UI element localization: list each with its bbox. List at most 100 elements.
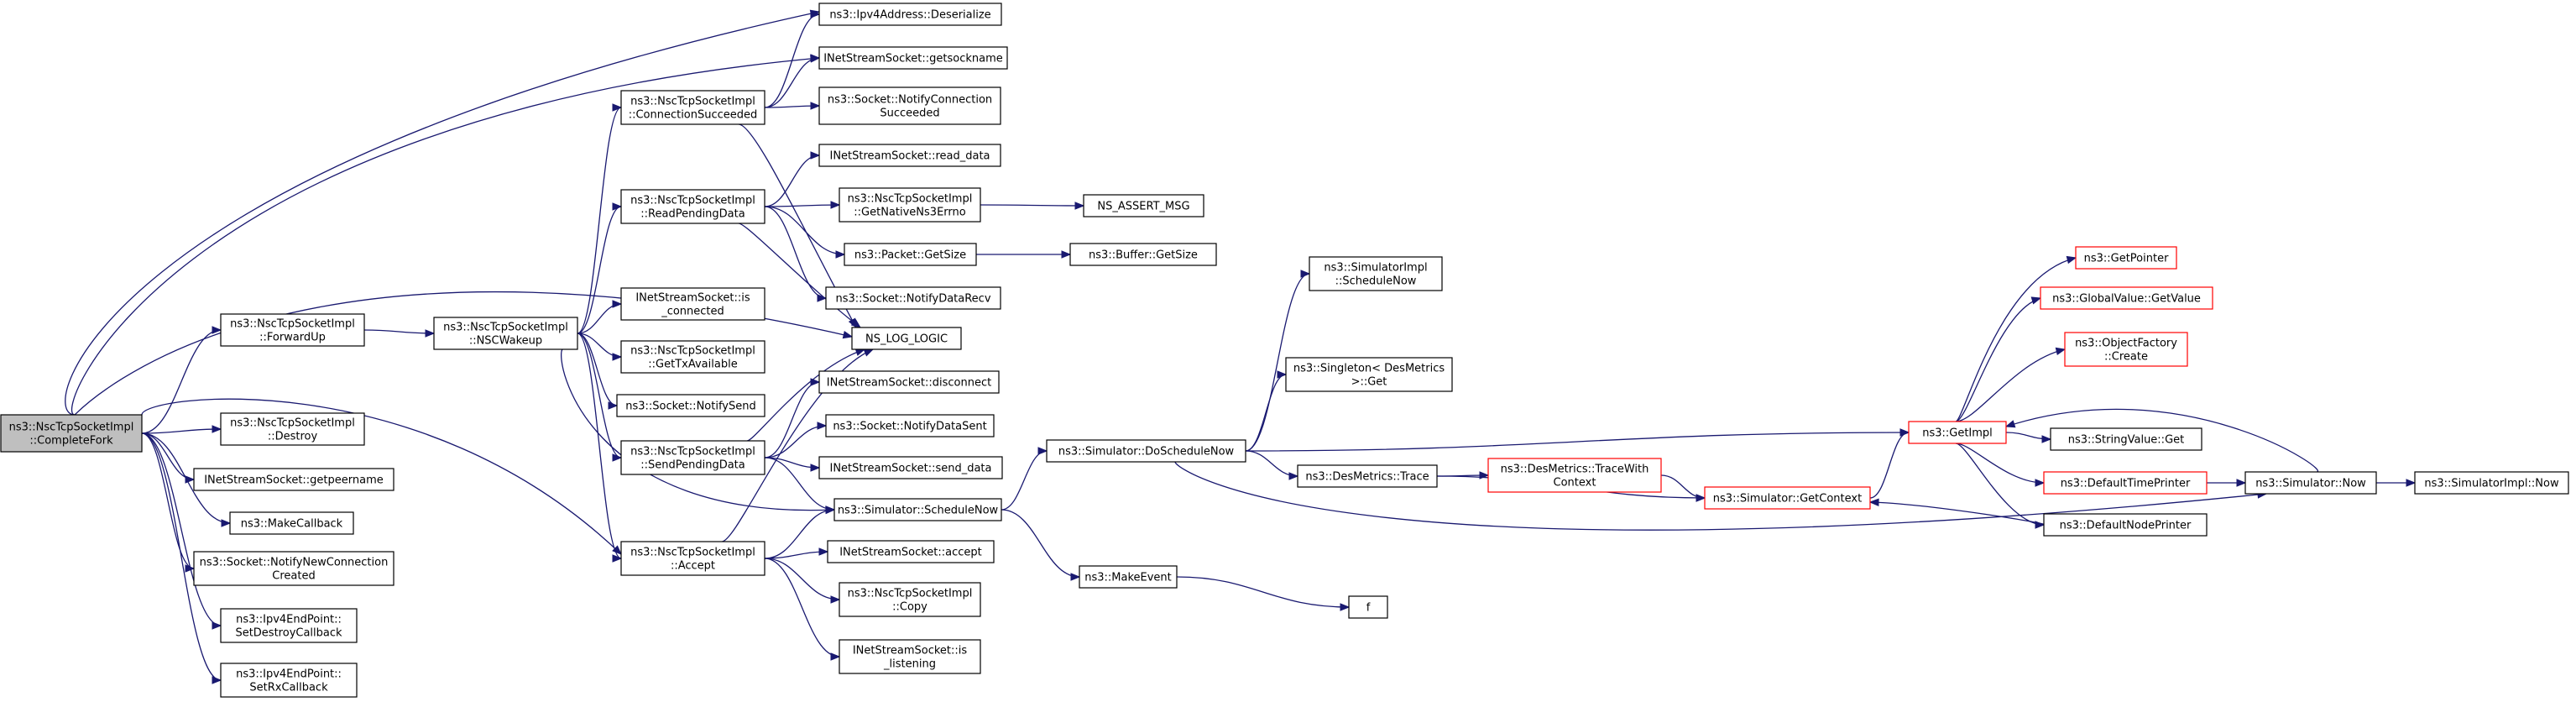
node-notifysend[interactable]: ns3::Socket::NotifySend	[616, 394, 765, 417]
edge-tracewith-to-getctx	[1660, 474, 1706, 502]
node-disconnect[interactable]: INetStreamSocket::disconnect	[818, 370, 1000, 394]
node-fwd[interactable]: ns3::NscTcpSocketImpl::ForwardUp	[220, 313, 365, 347]
node-makeevent-label-0: ns3::MakeEvent	[1084, 572, 1172, 584]
node-gettx-label-1: ::GetTxAvailable	[648, 359, 737, 371]
node-getptr-box	[2075, 246, 2177, 270]
node-getctx[interactable]: ns3::Simulator::GetContext	[1704, 486, 1871, 510]
edges-layer	[65, 9, 2417, 684]
node-nslog[interactable]: NS_LOG_LOGIC	[851, 327, 962, 350]
node-connsucc-box	[620, 90, 765, 125]
node-gettx-label-0: ns3::NscTcpSocketImpl	[630, 345, 755, 358]
node-isconn-label-1: _connected	[661, 306, 724, 318]
node-strval-label-0: ns3::StringValue::Get	[2068, 434, 2184, 447]
node-readpend-label-1: ::ReadPendingData	[640, 208, 745, 221]
node-defnode[interactable]: ns3::DefaultNodePrinter	[2043, 513, 2208, 537]
node-sendpend-label-0: ns3::NscTcpSocketImpl	[630, 446, 755, 458]
node-implsched[interactable]: ns3::SimulatorImpl::ScheduleNow	[1309, 256, 1443, 291]
node-schednow[interactable]: ns3::Simulator::ScheduleNow	[833, 498, 1002, 521]
node-notifyconnsucc-label-1: Succeeded	[880, 107, 939, 120]
edge-simnow-to-implnow	[2376, 479, 2417, 487]
node-accept[interactable]: ns3::NscTcpSocketImpl::Accept	[620, 541, 765, 576]
node-deftime[interactable]: ns3::DefaultTimePrinter	[2043, 471, 2208, 495]
node-singleton[interactable]: ns3::Singleton< DesMetrics>::Get	[1285, 357, 1453, 392]
node-doschednow[interactable]: ns3::Simulator::DoScheduleNow	[1046, 439, 1246, 463]
node-assert[interactable]: NS_ASSERT_MSG	[1083, 194, 1204, 217]
node-geterrno[interactable]: ns3::NscTcpSocketImpl::GetNativeNs3Errno	[839, 187, 981, 223]
edge-getimpl-to-deftime	[1955, 443, 2046, 487]
node-implsched-label-1: ::ScheduleNow	[1335, 275, 1417, 288]
node-f[interactable]: f	[1348, 595, 1388, 619]
node-strval[interactable]: ns3::StringValue::Get	[2050, 427, 2202, 451]
node-makecb[interactable]: ns3::MakeCallback	[229, 511, 354, 535]
node-setrx[interactable]: ns3::Ipv4EndPoint::SetRxCallback	[220, 663, 358, 698]
node-sendpend-box	[620, 440, 765, 475]
edge-root-to-makecb	[141, 432, 232, 527]
edge-sendpend-to-disconnect	[764, 378, 821, 458]
node-isconn-box	[620, 287, 765, 321]
node-isconn[interactable]: INetStreamSocket::is_connected	[620, 287, 765, 321]
node-getpeer[interactable]: INetStreamSocket::getpeername	[193, 468, 394, 491]
node-readdata[interactable]: INetStreamSocket::read_data	[818, 144, 1001, 167]
node-root[interactable]: ns3::NscTcpSocketImpl::CompleteFork	[0, 414, 143, 453]
node-getptr[interactable]: ns3::GetPointer	[2075, 246, 2177, 270]
edge-doschednow-to-getimpl	[1245, 428, 1910, 452]
edge-nscwake-to-accept	[577, 333, 623, 563]
edge-fwd-to-nscwake	[363, 329, 436, 338]
node-makeevent[interactable]: ns3::MakeEvent	[1079, 565, 1178, 589]
edge-readpend-to-pktsize	[764, 206, 846, 259]
node-readpend[interactable]: ns3::NscTcpSocketImpl::ReadPendingData	[620, 189, 765, 224]
node-senddata[interactable]: INetStreamSocket::send_data	[818, 456, 1003, 479]
edge-schednow-to-doschednow	[1001, 447, 1048, 511]
edge-accept-to-copy	[764, 558, 841, 604]
node-assert-label-0: NS_ASSERT_MSG	[1097, 201, 1189, 213]
node-pktsize-box	[844, 243, 977, 266]
node-objfac[interactable]: ns3::ObjectFactory::Create	[2064, 332, 2188, 367]
node-connsucc[interactable]: ns3::NscTcpSocketImpl::ConnectionSucceed…	[620, 90, 765, 125]
node-assert-box	[1083, 194, 1204, 217]
node-islisten[interactable]: INetStreamSocket::is_listening	[839, 639, 981, 674]
node-sendpend[interactable]: ns3::NscTcpSocketImpl::SendPendingData	[620, 440, 765, 475]
node-destrace[interactable]: ns3::DesMetrics::Trace	[1297, 464, 1438, 488]
node-bufsize[interactable]: ns3::Buffer::GetSize	[1069, 243, 1217, 266]
node-notifysent-box	[825, 414, 995, 437]
node-copy[interactable]: ns3::NscTcpSocketImpl::Copy	[839, 582, 981, 617]
edge-nscwake-to-schednow	[561, 348, 836, 515]
node-copy-label-0: ns3::NscTcpSocketImpl	[848, 588, 973, 600]
node-getimpl[interactable]: ns3::GetImpl	[1908, 421, 2007, 444]
edge-root-to-fwd	[141, 326, 222, 434]
node-pktsize[interactable]: ns3::Packet::GetSize	[844, 243, 977, 266]
node-ipv4deser[interactable]: ns3::Ipv4Address::Deserialize	[818, 3, 1002, 26]
node-schednow-label-0: ns3::Simulator::ScheduleNow	[838, 505, 999, 517]
node-simnow[interactable]: ns3::Simulator::Now	[2244, 471, 2377, 495]
node-inetaccept-box	[827, 540, 995, 563]
node-inetaccept[interactable]: INetStreamSocket::accept	[827, 540, 995, 563]
node-simnow-box	[2244, 471, 2377, 495]
edge-nscwake-to-connsucc	[577, 103, 623, 334]
edge-root-to-destroy	[141, 425, 222, 434]
node-setdestroy[interactable]: ns3::Ipv4EndPoint::SetDestroyCallback	[220, 608, 358, 643]
node-fwd-label-1: ::ForwardUp	[259, 332, 326, 344]
node-getsockname-box	[818, 46, 1008, 70]
node-notifyrecv[interactable]: ns3::Socket::NotifyDataRecv	[825, 286, 1001, 310]
node-destroy-box	[220, 412, 365, 446]
node-notifysent[interactable]: ns3::Socket::NotifyDataSent	[825, 414, 995, 437]
node-simnow-label-0: ns3::Simulator::Now	[2255, 478, 2366, 490]
node-notifynew-label-0: ns3::Socket::NotifyNewConnection	[200, 557, 389, 569]
node-tracewith-label-0: ns3::DesMetrics::TraceWith	[1501, 464, 1649, 476]
node-defnode-box	[2043, 513, 2208, 537]
node-deftime-label-0: ns3::DefaultTimePrinter	[2061, 478, 2191, 490]
node-getsockname[interactable]: INetStreamSocket::getsockname	[818, 46, 1008, 70]
node-setdestroy-box	[220, 608, 358, 643]
node-getimpl-label-0: ns3::GetImpl	[1922, 427, 1993, 440]
node-islisten-box	[839, 639, 981, 674]
node-nscwake[interactable]: ns3::NscTcpSocketImpl::NSCWakeup	[433, 317, 578, 350]
node-gettx[interactable]: ns3::NscTcpSocketImpl::GetTxAvailable	[620, 340, 765, 374]
edge-sendpend-to-notifysent	[764, 422, 828, 458]
node-tracewith-box	[1487, 458, 1662, 493]
node-destroy[interactable]: ns3::NscTcpSocketImpl::Destroy	[220, 412, 365, 446]
node-gvget[interactable]: ns3::GlobalValue::GetValue	[2040, 286, 2213, 310]
node-implnow[interactable]: ns3::SimulatorImpl::Now	[2414, 471, 2569, 495]
